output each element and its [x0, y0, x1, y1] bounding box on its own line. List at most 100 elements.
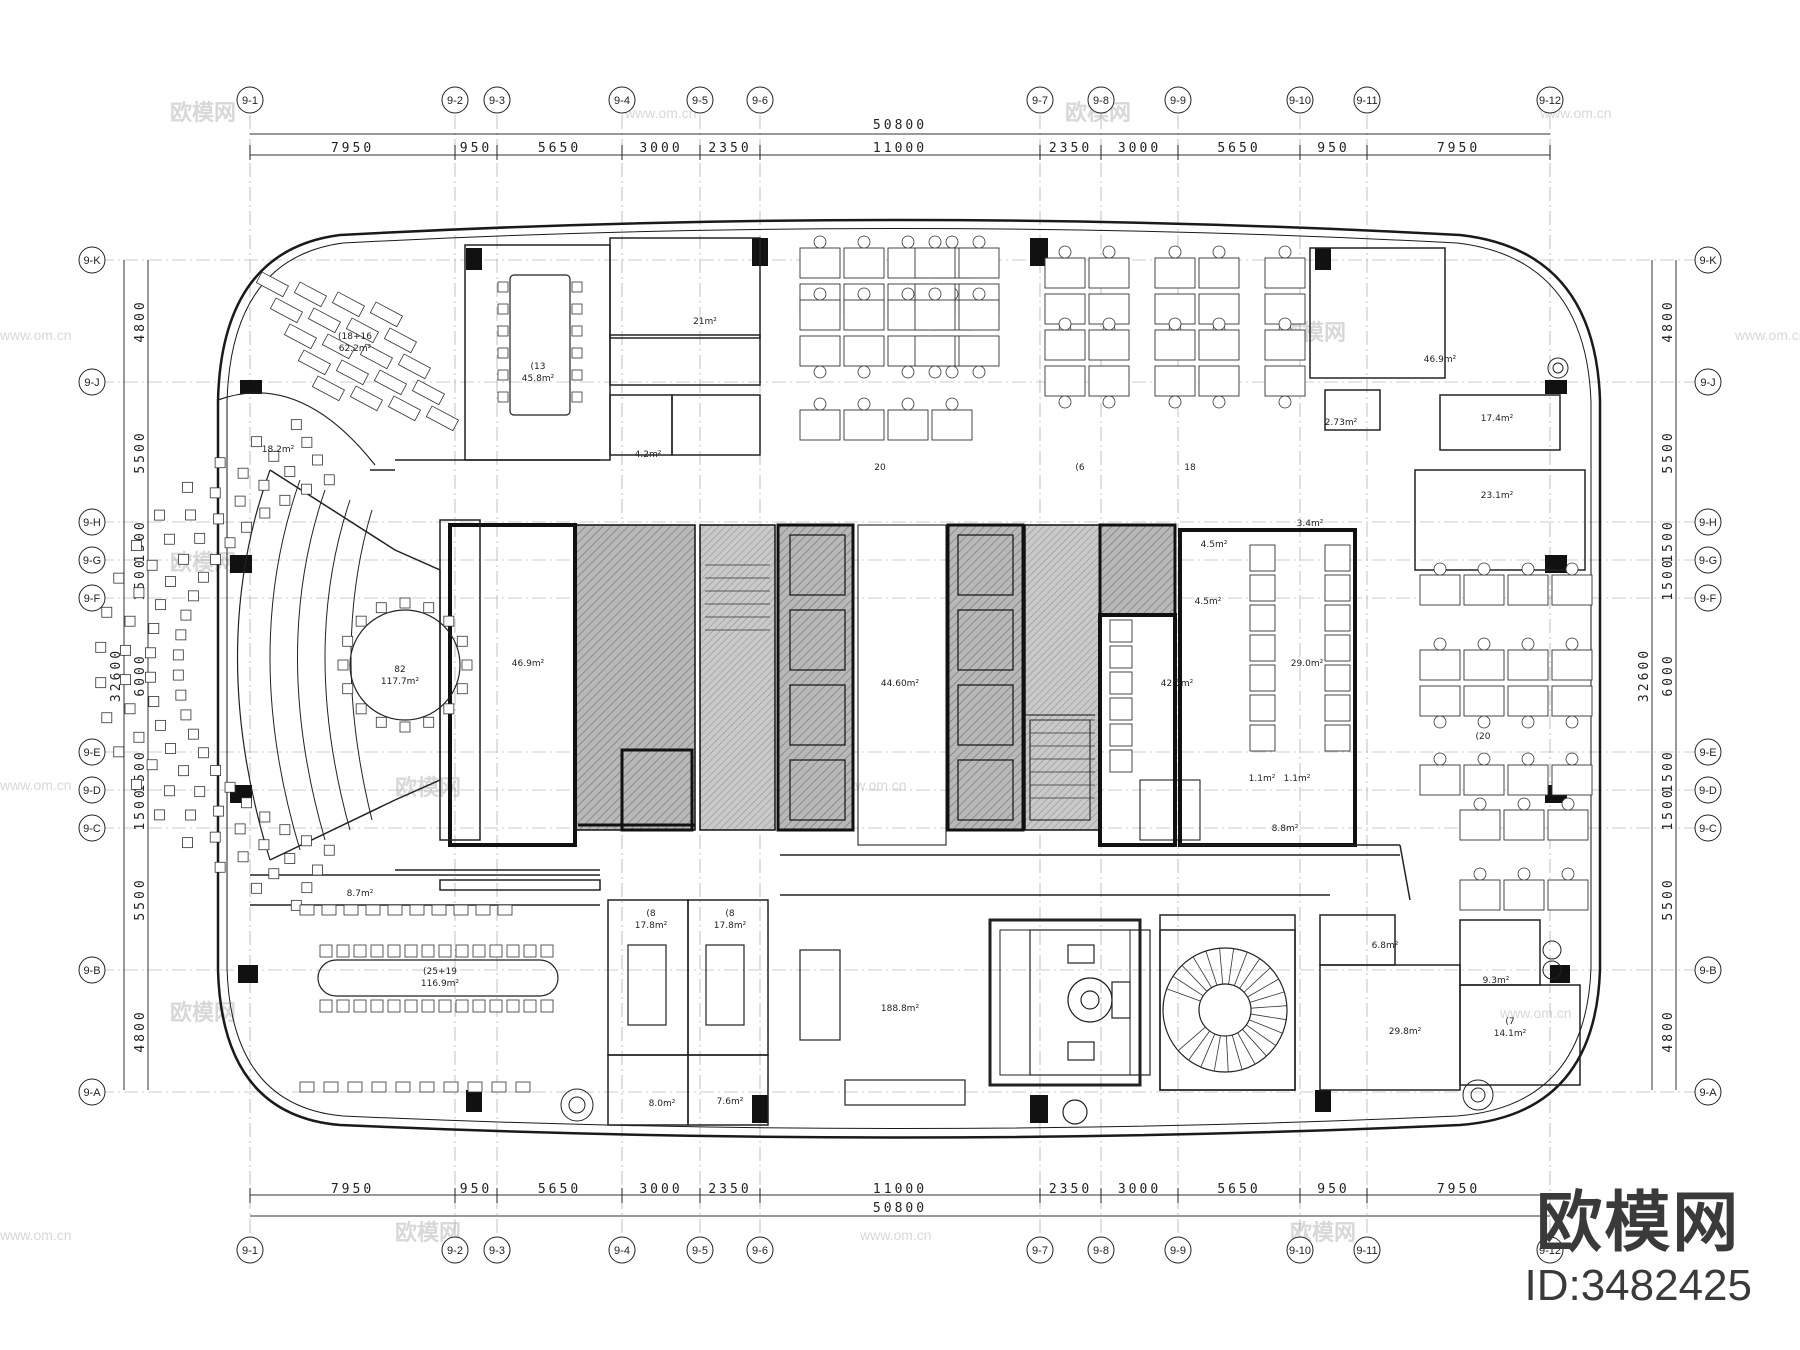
- theatre-seat: [210, 554, 222, 565]
- room-area: 18.2m²: [262, 445, 295, 455]
- grid-bubble: 9-10: [1286, 1236, 1314, 1264]
- grid-bubble-label: 9-4: [614, 1245, 630, 1257]
- theatre-seat: [259, 507, 271, 519]
- workstation-chair: [1565, 715, 1579, 729]
- theatre-seat: [146, 759, 158, 771]
- toilet-stall: [1324, 604, 1351, 632]
- grid-bubble-label: 9-6: [752, 1245, 768, 1257]
- side-chair: [299, 904, 315, 916]
- workstation-desk: [1088, 257, 1130, 289]
- grid-bubble-label: 9-K: [83, 255, 101, 267]
- grid-bubble: 9-G: [1694, 546, 1722, 574]
- workstation-desk: [843, 335, 885, 367]
- room-area: 2.73m²: [1325, 418, 1358, 428]
- grid-bubble-circle: [1087, 1236, 1115, 1264]
- workstation-desk: [843, 409, 885, 441]
- row-dimension: 5500: [1661, 877, 1676, 920]
- theatre-seat: [148, 696, 160, 707]
- classroom-desk: [331, 291, 366, 318]
- toilet-stall: [1324, 544, 1351, 572]
- toilet-stall: [1249, 664, 1276, 692]
- room-labels: (18+1662.2m²18.2m²(1345.8m²21m²4.2m²20(6…: [262, 317, 1527, 1109]
- meeting-chair: [455, 999, 469, 1013]
- room-area: 4.2m²: [635, 450, 662, 460]
- workstation-chair: [1473, 867, 1487, 881]
- theatre-seat: [312, 454, 323, 466]
- core-hatched-zones: [574, 523, 1177, 832]
- theatre-seat: [234, 495, 246, 507]
- column-dimension: 7950: [331, 1182, 374, 1197]
- classroom-desk: [397, 353, 432, 380]
- side-chair: [443, 1081, 459, 1093]
- grid-bubble-circle: [1286, 86, 1314, 114]
- workstation-desk: [1088, 329, 1130, 361]
- grid-bubble-circle: [483, 86, 511, 114]
- grid-bubble: 9-10: [1286, 86, 1314, 114]
- room-name: 18: [1184, 463, 1196, 473]
- grid-bubble-label: 9-2: [447, 95, 463, 107]
- room-name: (6: [1075, 463, 1085, 473]
- workstation-chair: [813, 365, 827, 379]
- classroom-desk: [297, 349, 332, 376]
- grid-bubble: 9-2: [441, 1236, 469, 1264]
- watermark-url: www.om.cn: [859, 1227, 932, 1243]
- round-table-chair: [342, 635, 354, 647]
- column-dimension: 3000: [639, 1182, 682, 1197]
- spiral-tread: [1213, 1035, 1221, 1072]
- theatre-seat: [259, 811, 271, 823]
- grid-bubble-label: 9-7: [1032, 95, 1048, 107]
- workstation-chair: [1278, 245, 1292, 259]
- workstation-desk: [1264, 257, 1306, 289]
- theatre-seat: [188, 590, 199, 602]
- grid-bubble-label: 9-4: [614, 95, 630, 107]
- total-dimension: 50800: [873, 118, 927, 133]
- workstation-chair: [1168, 245, 1182, 259]
- meeting-chair: [571, 281, 583, 293]
- theatre-seat: [258, 839, 270, 851]
- theatre-seat: [124, 703, 136, 715]
- workstation-chair: [1565, 752, 1579, 766]
- room-area: 44.60m²: [881, 679, 920, 689]
- grid-bubble: 9-K: [78, 246, 106, 274]
- room-area: 14.1m²: [1494, 1029, 1527, 1039]
- classroom-desk: [335, 359, 370, 386]
- meeting-chair: [319, 999, 333, 1013]
- theatre-seat: [268, 868, 280, 880]
- grid-bubble-label: 9-1: [242, 1245, 258, 1257]
- spiral-tread: [1247, 978, 1279, 998]
- workstation-chair: [972, 365, 986, 379]
- grid-bubble: 9-12: [1536, 1236, 1564, 1264]
- toilet-stall: [1249, 604, 1276, 632]
- workstation-desk: [1503, 809, 1545, 841]
- grid-bubble-label: 9-5: [692, 95, 708, 107]
- meeting-chair: [387, 999, 401, 1013]
- theatre-seat: [284, 466, 296, 477]
- watermark: 欧模网: [170, 1000, 236, 1025]
- workstation-chair: [1565, 562, 1579, 576]
- column-dimension: 7950: [331, 141, 374, 156]
- side-chair: [467, 1081, 483, 1093]
- spiral-tread: [1200, 1033, 1216, 1068]
- workstation-chair: [857, 287, 871, 301]
- workstation-desk: [1264, 329, 1306, 361]
- theatre-seat: [175, 629, 187, 641]
- grid-bubble: 9-H: [78, 508, 106, 536]
- row-dimension: 1500: [1661, 749, 1676, 792]
- grid-bubble: 9-3: [483, 86, 511, 114]
- round-table-chair: [461, 659, 473, 671]
- room-area: 116.9m²: [421, 979, 460, 989]
- toilet-stall: [1109, 619, 1133, 643]
- round-table-chair: [355, 703, 367, 715]
- meeting-chair: [571, 325, 583, 337]
- workstation-desk: [1198, 257, 1240, 289]
- round-table-chair: [456, 683, 468, 695]
- column-dimension: 2350: [1049, 1182, 1092, 1197]
- workstation-desk: [1088, 365, 1130, 397]
- workstation-chair: [1433, 637, 1447, 651]
- classroom-desk: [349, 385, 384, 412]
- meeting-chair: [571, 369, 583, 381]
- workstation-chair: [972, 235, 986, 249]
- meeting-chair: [336, 999, 350, 1013]
- grid-bubble-label: 9-2: [447, 1245, 463, 1257]
- theatre-seat: [290, 419, 302, 431]
